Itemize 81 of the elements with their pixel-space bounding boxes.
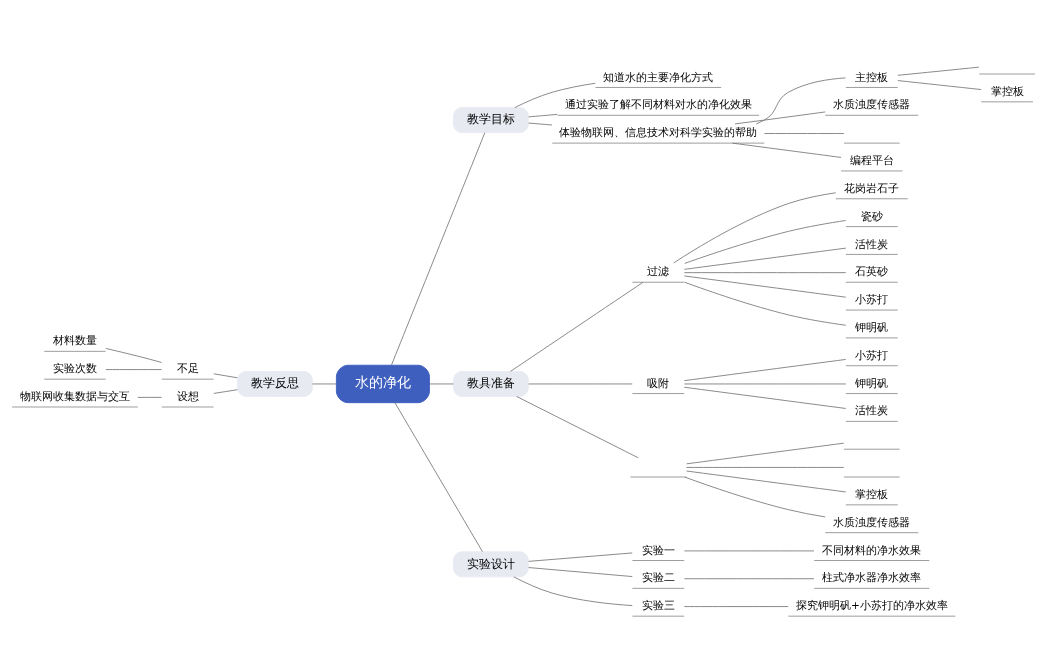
node-text: 主控板 [855, 70, 889, 83]
node-box: 教学反思 [237, 371, 313, 397]
node-text: 瓷砂 [860, 209, 883, 222]
node-bar [843, 448, 901, 450]
node-text: 实验二 [641, 571, 675, 584]
connector [683, 247, 847, 270]
node-box: 教学目标 [452, 107, 529, 134]
connector [514, 82, 596, 109]
connector [528, 122, 553, 126]
node-bar [630, 476, 687, 478]
connector [734, 111, 826, 125]
node-text: 材料数量 [52, 334, 97, 347]
node-bar [843, 476, 901, 478]
node-text: 体验物联网、信息技术对科学实验的帮助 [559, 126, 758, 139]
connector [528, 113, 558, 118]
node-box: 实验设计 [452, 551, 529, 578]
connector [528, 567, 633, 577]
node-bar [978, 73, 1036, 75]
node-text: 掌控板 [990, 84, 1024, 97]
node-text: 实验三 [641, 599, 675, 612]
node-text: 设想 [176, 390, 199, 403]
connector [312, 383, 337, 385]
connector [755, 77, 846, 125]
node-text: 钾明矾 [855, 320, 889, 333]
connector [684, 220, 847, 264]
node-text: 小苏打 [855, 293, 889, 306]
connector [764, 133, 845, 134]
connector [683, 606, 789, 607]
connector [516, 396, 639, 459]
connector [391, 132, 486, 366]
node-text: 水质浊度传感器 [833, 98, 911, 111]
connector [684, 476, 826, 518]
node-text: 钾明矾 [855, 376, 889, 389]
connector [394, 402, 483, 553]
connector [513, 576, 633, 606]
connector [105, 369, 162, 370]
node-text: 活性炭 [855, 404, 889, 417]
node-text: 小苏打 [855, 348, 889, 361]
node-text: 实验次数 [52, 362, 97, 375]
connector [528, 552, 633, 562]
connector [213, 389, 238, 394]
node-text: 吸附 [647, 376, 670, 389]
connector [683, 578, 815, 580]
connector [731, 142, 842, 158]
connector [684, 281, 847, 326]
node-text: 柱式净水器净水效率 [822, 571, 922, 584]
node-text: 不足 [176, 362, 199, 375]
connector [137, 396, 163, 398]
connector [683, 275, 847, 298]
node-text: 活性炭 [855, 237, 889, 250]
connector [429, 383, 454, 385]
connector [683, 359, 847, 382]
node-text: 物联网收集数据与交互 [19, 390, 130, 403]
node-text: 知道水的主要净化方式 [603, 70, 714, 83]
node-bar [843, 142, 901, 144]
connector [686, 442, 845, 465]
node-box: 教具准备 [452, 371, 529, 397]
node-text: 花岗岩石子 [844, 181, 900, 194]
connector [510, 281, 644, 372]
connector [683, 550, 815, 552]
connector [897, 80, 982, 90]
node-text: 不同材料的净水效果 [822, 543, 922, 556]
connector [673, 192, 837, 264]
connector [683, 383, 847, 385]
node-box: 水的净化 [335, 364, 430, 404]
node-text: 通过实验了解不同材料对水的净化效果 [564, 98, 752, 111]
connector [683, 386, 847, 409]
node-text: 石英砂 [855, 265, 889, 278]
connector [213, 373, 238, 379]
node-text: 实验一 [641, 543, 675, 556]
connector [105, 348, 163, 363]
node-text: 掌控板 [855, 487, 889, 500]
connector [686, 467, 845, 468]
node-text: 探究钾明矾+小苏打的净水效率 [795, 599, 948, 612]
connector [686, 470, 847, 493]
connector [683, 272, 847, 274]
node-text: 过滤 [647, 265, 670, 278]
node-text: 水质浊度传感器 [833, 515, 911, 528]
node-text: 编程平台 [849, 154, 894, 167]
connector [528, 383, 633, 385]
connector [897, 66, 980, 76]
